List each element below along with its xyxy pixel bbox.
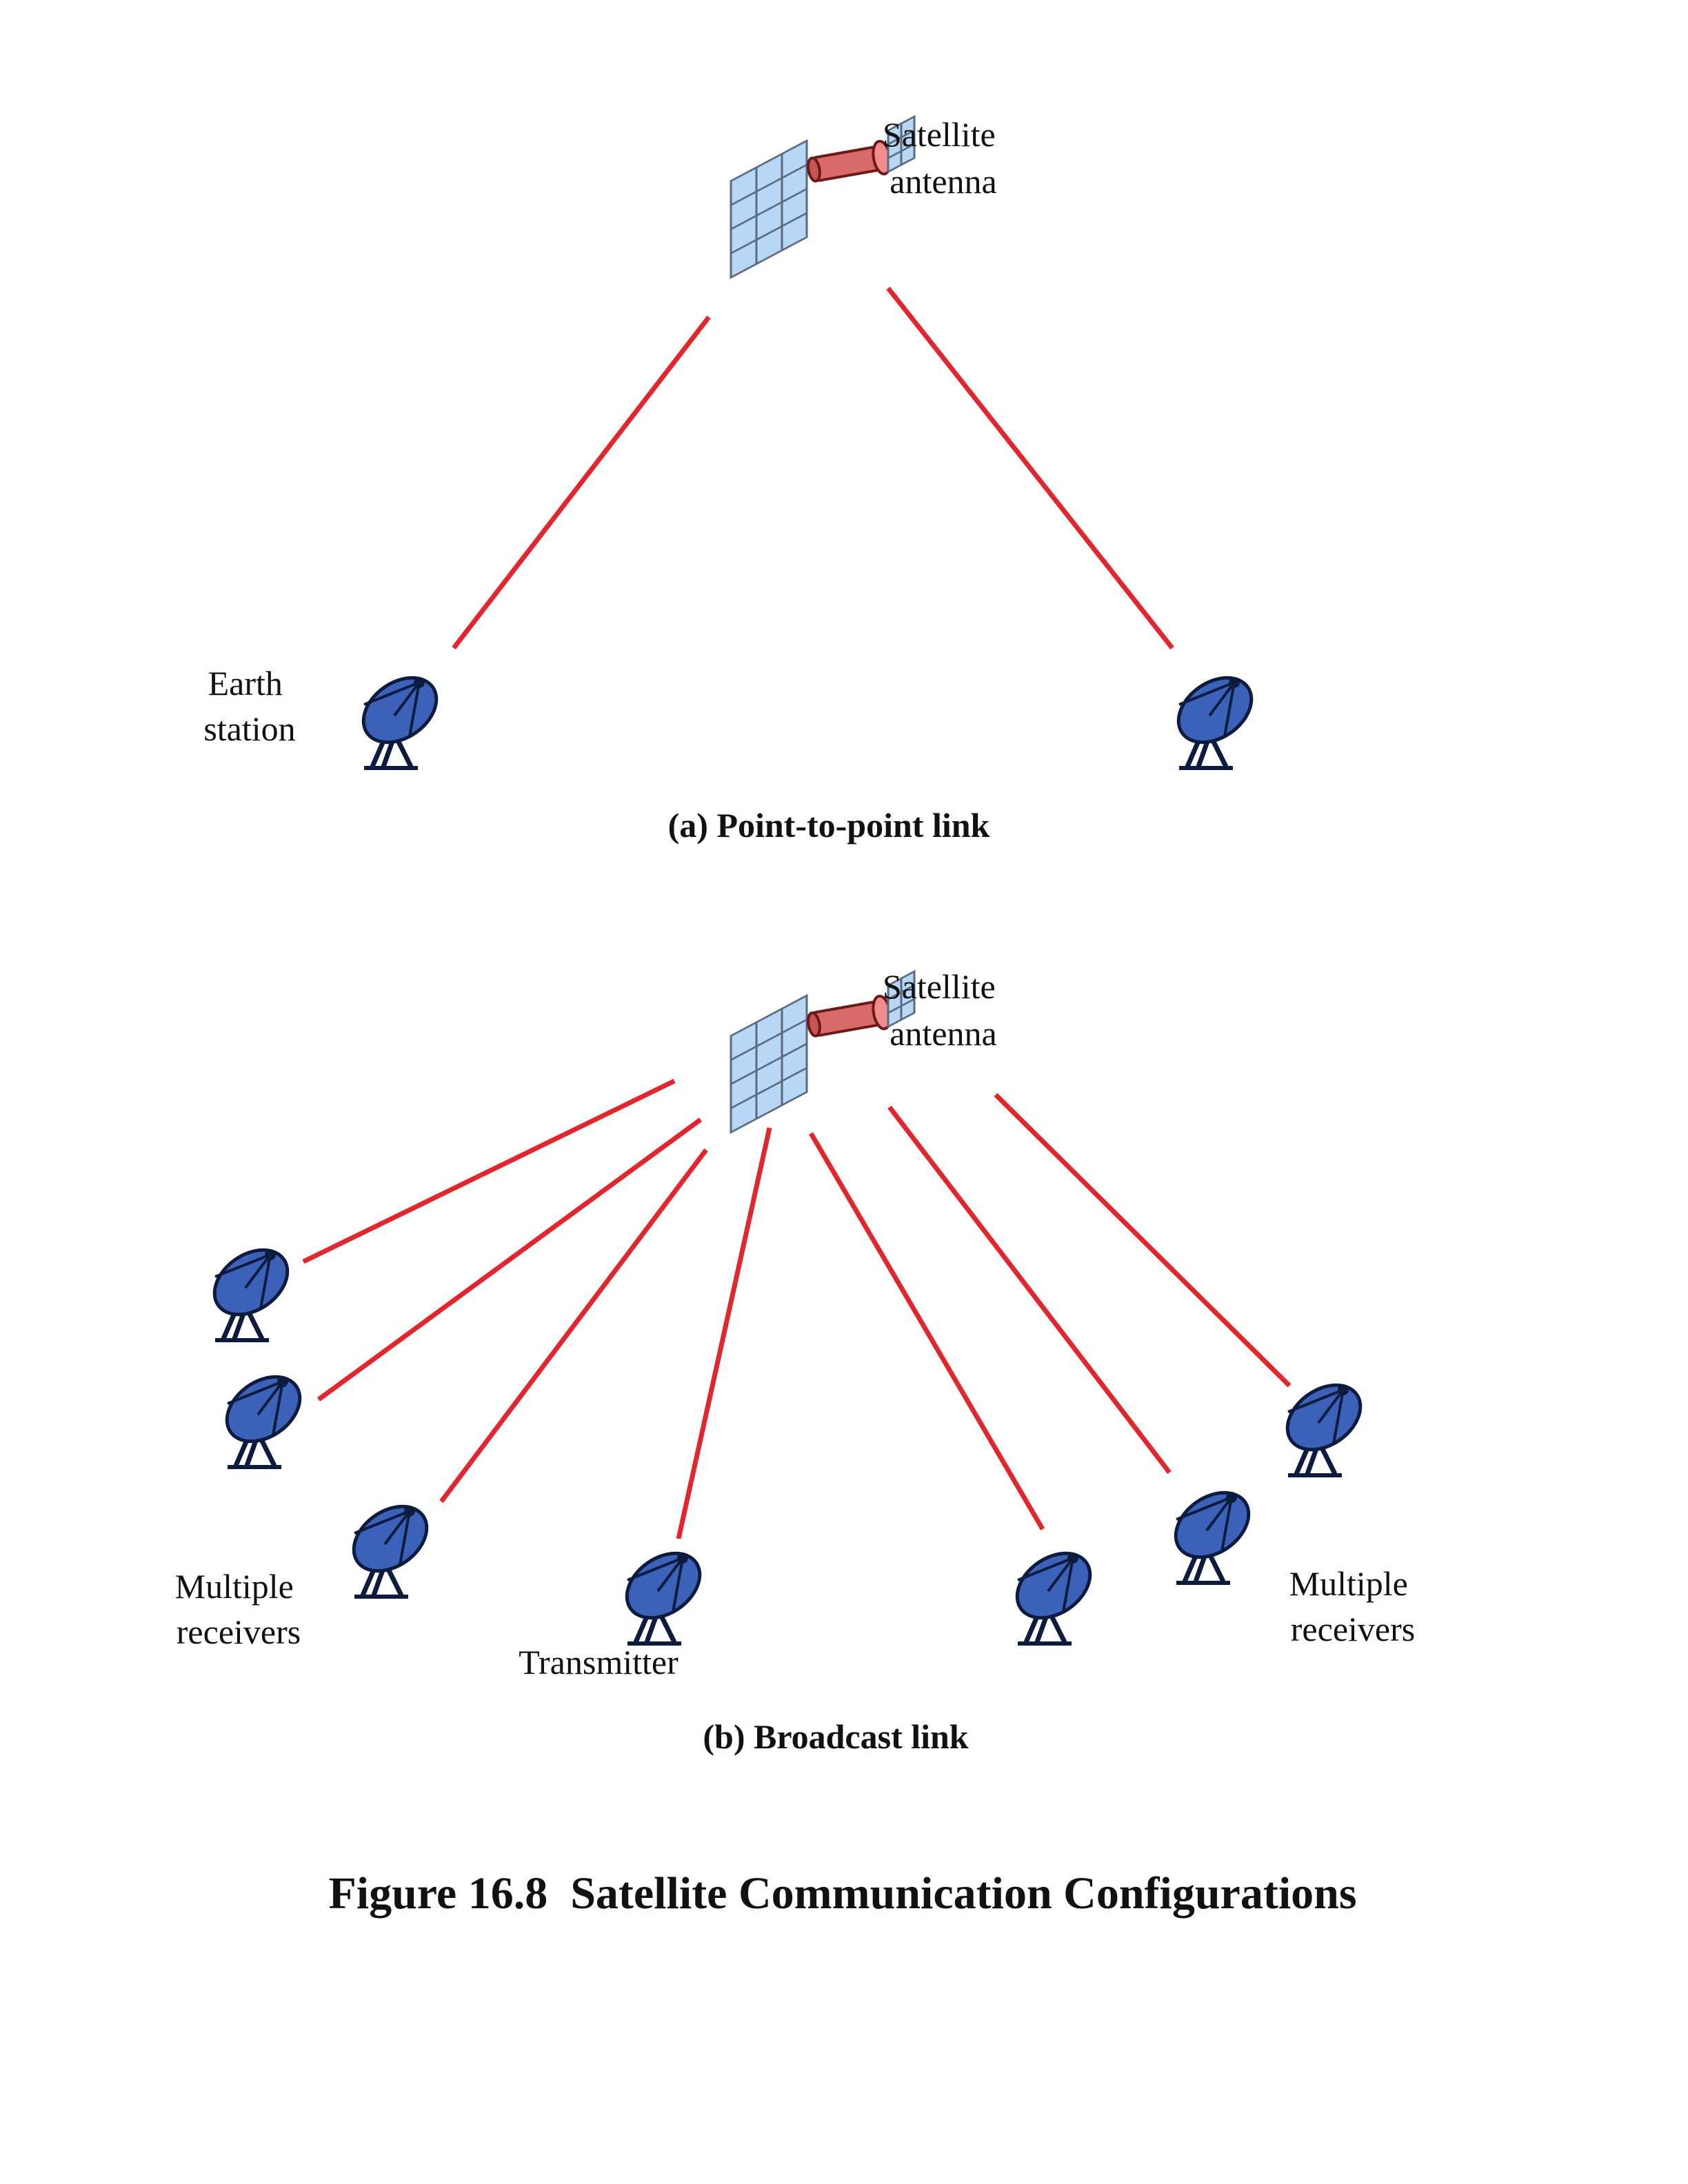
broadcast-arrow xyxy=(302,1078,676,1264)
satellite-antenna-label-b: Satellite antenna xyxy=(883,967,1004,1053)
multiple-receivers-label-right: Multiple receivers xyxy=(1289,1564,1417,1648)
receiver-dish-icon xyxy=(1005,1540,1103,1644)
figure-title: Figure 16.8 Satellite Communication Conf… xyxy=(328,1868,1356,1919)
panel-a-caption: (a) Point-to-point link xyxy=(668,806,990,845)
receiver-dish-icon xyxy=(215,1364,312,1467)
transmitter-uplink-arrow xyxy=(676,1127,772,1539)
panel-a-point-to-point: Satellite antenna Earth station (a) Poin… xyxy=(203,115,1263,845)
earth-station-label: Earth station xyxy=(203,664,295,748)
panel-b-caption: (b) Broadcast link xyxy=(703,1717,968,1756)
broadcast-arrow xyxy=(439,1148,708,1504)
transmitter-dish-icon xyxy=(615,1540,712,1644)
broadcast-arrow xyxy=(808,1132,1045,1530)
multiple-receivers-label-left: Multiple receivers xyxy=(175,1567,303,1651)
receiver-dish-icon xyxy=(342,1493,439,1597)
receiver-dish-icon xyxy=(1164,1479,1261,1583)
earth-station-dish-icon xyxy=(352,665,449,768)
panel-b-broadcast: Satellite antenna Multiple receivers Tra… xyxy=(175,967,1417,1756)
broadcast-arrow xyxy=(887,1105,1172,1475)
broadcast-arrow xyxy=(316,1118,703,1402)
receiver-dish-icon xyxy=(203,1237,300,1340)
transmitter-label: Transmitter xyxy=(519,1643,679,1681)
uplink-arrow xyxy=(452,315,711,650)
receiving-dish-icon xyxy=(1167,665,1264,768)
downlink-arrow xyxy=(886,286,1174,650)
broadcast-arrow xyxy=(994,1093,1292,1388)
receiver-dish-icon xyxy=(1276,1372,1373,1475)
satellite-antenna-label-a: Satellite antenna xyxy=(883,115,1004,201)
